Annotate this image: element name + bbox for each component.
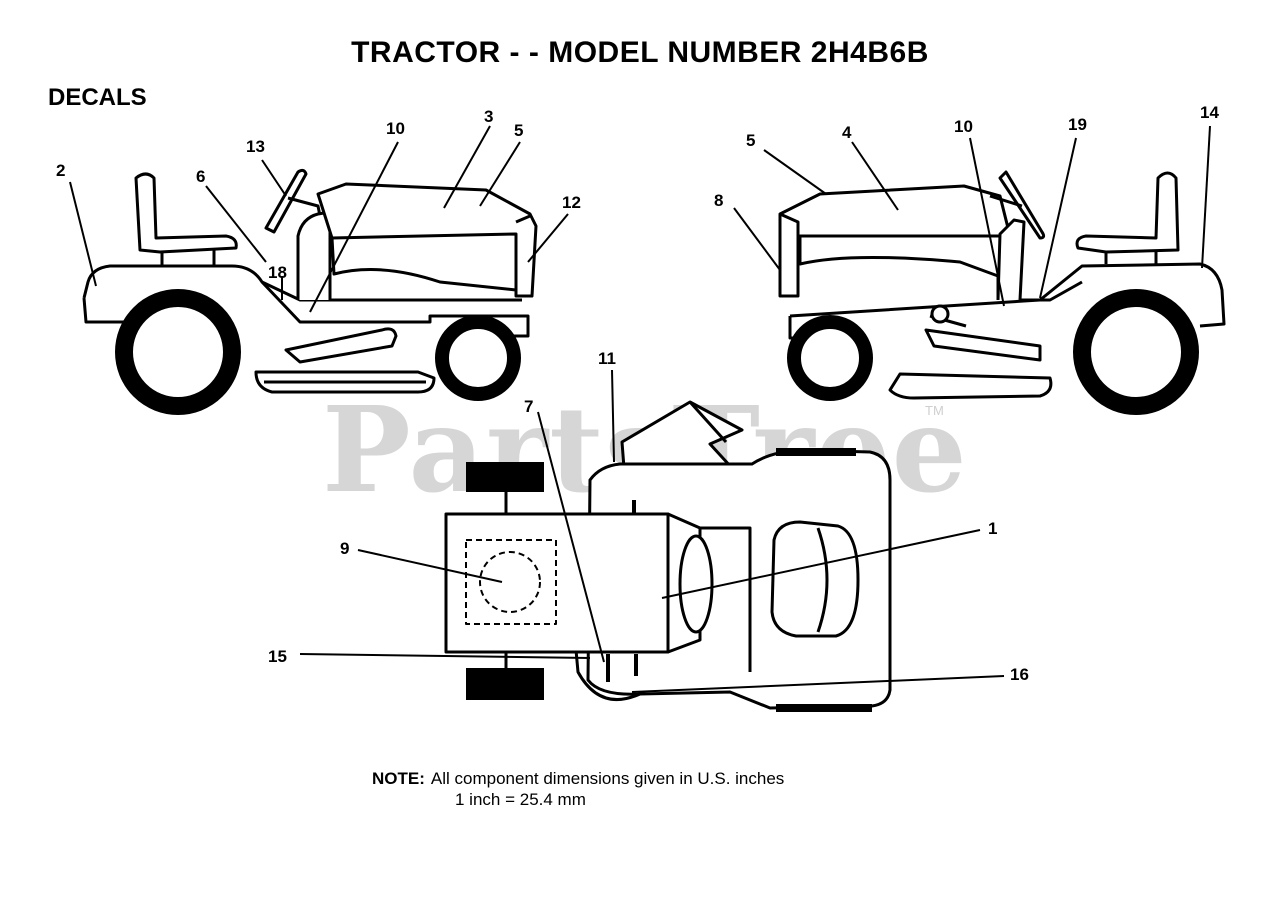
tractor-top-view [444,400,892,712]
callout-12: 12 [562,193,581,212]
callout-16: 16 [1010,665,1029,684]
note-text-1: All component dimensions given in U.S. i… [430,769,785,788]
callout-3: 3 [484,107,493,126]
page-title: TRACTOR - - MODEL NUMBER 2H4B6B [351,36,929,69]
callout-14: 14 [1200,103,1219,122]
callout-10: 10 [386,119,405,138]
callout-8: 8 [714,191,723,210]
callout-1: 1 [988,519,997,538]
callout-4: 4 [842,123,852,142]
watermark-tm: TM [925,403,944,418]
note-line-2: 1 inch = 25.4 mm [455,790,586,809]
callout-5-right: 5 [746,131,755,150]
section-heading: DECALS [48,84,147,111]
callout-7: 7 [524,397,533,416]
callout-13: 13 [246,137,265,156]
callout-10-right: 10 [954,117,973,136]
callout-18: 18 [268,263,287,282]
callout-19: 19 [1068,115,1087,134]
callout-15: 15 [268,647,287,666]
callout-5: 5 [514,121,523,140]
note-line-1: NOTE: All component dimensions given in U… [372,768,784,789]
tractor-left-view [82,168,538,415]
callout-labels: 2 13 6 18 10 3 5 12 5 4 10 19 14 8 11 7 … [56,103,1219,684]
leader-lines [69,125,1211,693]
callout-11: 11 [598,349,616,368]
callout-9: 9 [340,539,349,558]
note-block: NOTE: All component dimensions given in U… [372,768,784,810]
callout-2: 2 [56,161,65,180]
callout-6: 6 [196,167,205,186]
tractor-right-view [778,170,1226,415]
note-label: NOTE: [372,769,425,788]
